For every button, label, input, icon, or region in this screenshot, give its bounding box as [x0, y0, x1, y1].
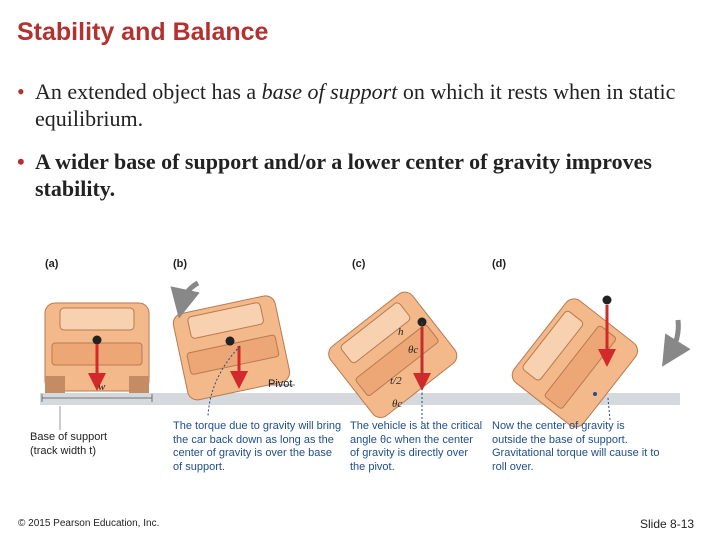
panel-label-b: (b) [173, 258, 188, 270]
theta-c-label: θc [392, 398, 403, 410]
bullet-dot: • [17, 149, 25, 174]
caption-b: The torque due to gravity will bring the… [173, 420, 342, 473]
base-label-line2: (track width t) [30, 444, 97, 457]
bullet-list: • An extended object has a base of suppo… [17, 78, 707, 218]
slide-title: Stability and Balance [17, 18, 269, 46]
base-of-support-label: Base of support (track width t) [30, 431, 140, 458]
weight-label: w [98, 381, 106, 393]
rotation-arrow-d [662, 319, 691, 367]
panel-label-a: (a) [45, 258, 59, 270]
car-stability-figure: (a) (b) (c) (d) Pivot w h θc t/2 θc Base… [30, 248, 691, 483]
panel-label-d: (d) [492, 258, 507, 270]
bullet-dot: • [17, 79, 25, 104]
pivot-label: Pivot [268, 378, 293, 390]
theta-label: θc [408, 344, 419, 356]
bullet-1-text-a: An extended object has a [35, 79, 262, 104]
bullet-2-text: A wider base of support and/or a lower c… [35, 149, 652, 201]
car-d [511, 298, 639, 428]
bullet-item: • An extended object has a base of suppo… [17, 78, 707, 132]
height-label: h [398, 326, 404, 338]
car-a [41, 302, 153, 430]
copyright-text: © 2015 Pearson Education, Inc. [18, 518, 160, 529]
caption-d: Now the center of gravity is outside the… [492, 420, 660, 473]
caption-c: The vehicle is at the critical angle θc … [350, 420, 483, 473]
car-b [172, 295, 291, 401]
base-label-line1: Base of support [30, 431, 108, 443]
bullet-1-italic: base of support [261, 79, 398, 104]
rotation-arrow-b [170, 280, 200, 319]
bullet-1-text-b: on which it rests when in static equilib… [35, 79, 676, 131]
figure-illustration [40, 280, 691, 430]
panel-label-c: (c) [352, 258, 366, 270]
slide-number: Slide 8-13 [640, 517, 695, 531]
half-track-label: t/2 [390, 375, 402, 387]
bullet-item: • A wider base of support and/or a lower… [17, 148, 707, 202]
